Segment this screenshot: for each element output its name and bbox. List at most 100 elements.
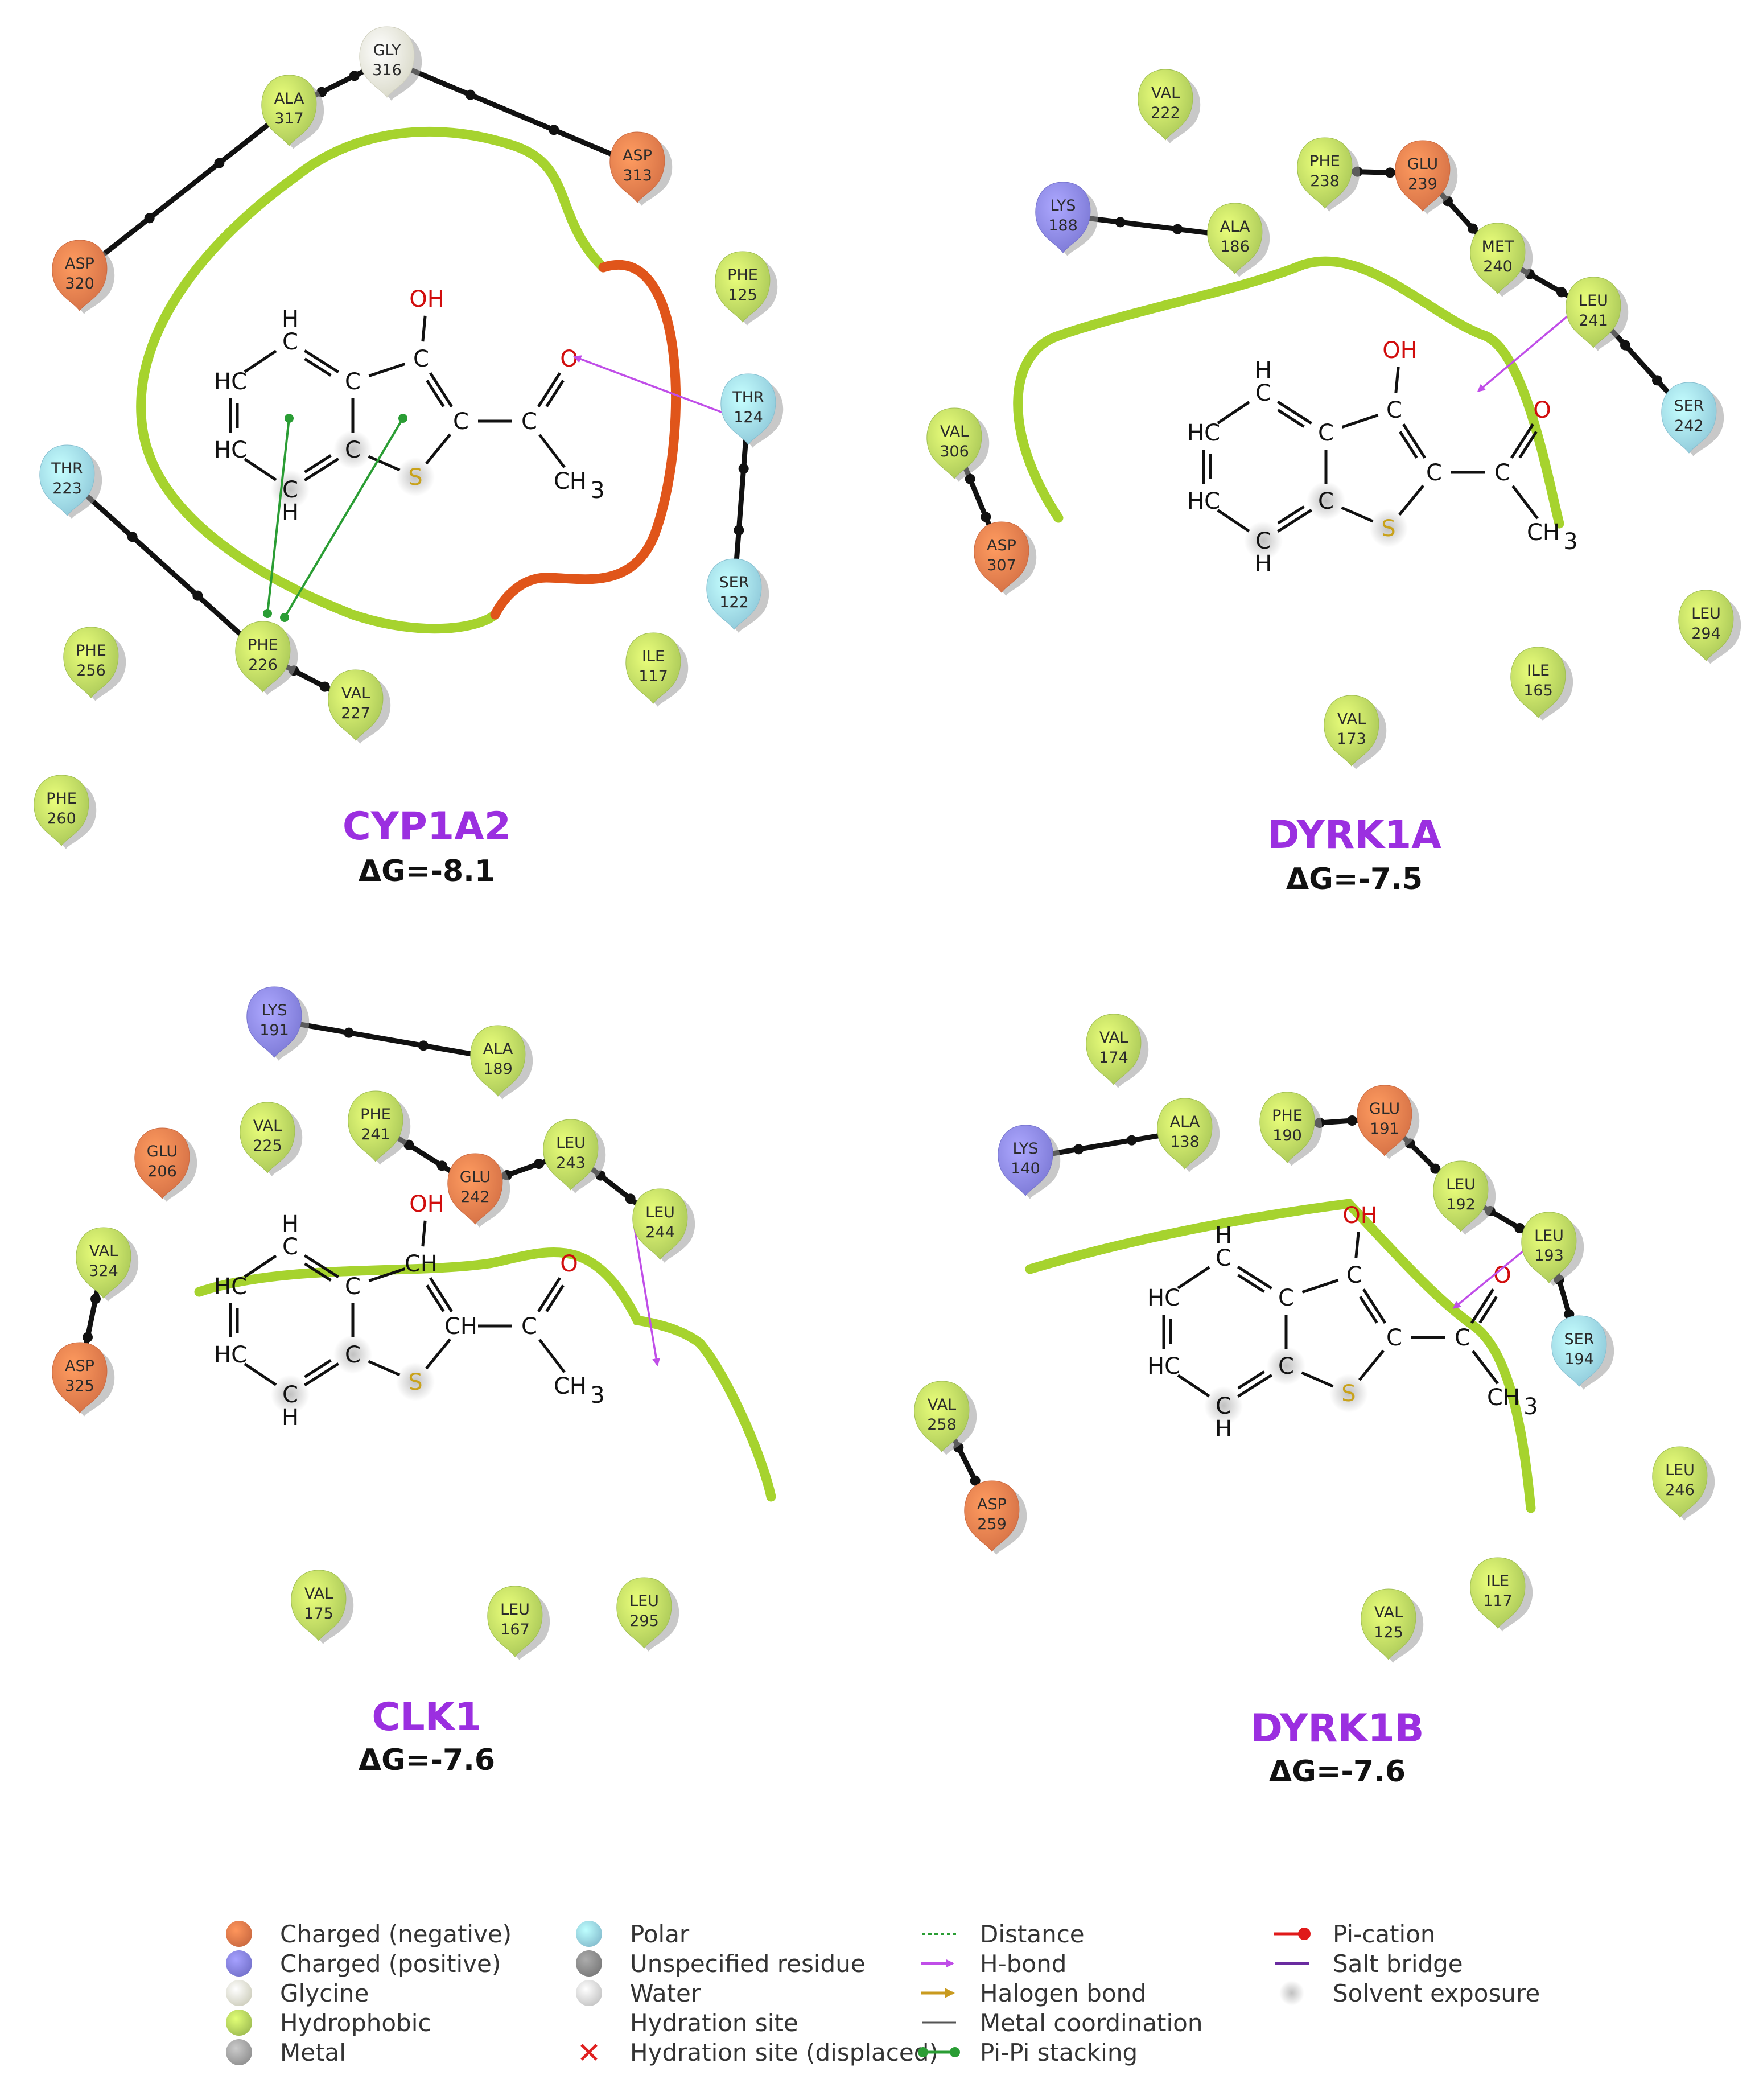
ligand-bond-double: [426, 380, 445, 407]
legend-label: Unspecified residue: [630, 1950, 866, 1978]
residue-number: 193: [1534, 1247, 1564, 1265]
ligand-bond-double: [1277, 505, 1305, 525]
residue-number: 191: [259, 1022, 289, 1039]
legend-label: Halogen bond: [980, 1979, 1147, 2007]
ligand-bond-double: [1277, 409, 1305, 428]
atom-hc: HC: [214, 1274, 247, 1300]
backbone-node: [1652, 375, 1662, 386]
atom-h: H: [282, 1405, 299, 1431]
backbone-node: [1514, 1223, 1525, 1233]
backbone-node: [83, 1332, 93, 1343]
residue-name: LYS: [261, 1002, 287, 1019]
residue-name: GLY: [373, 42, 401, 59]
legend-item-pication: Pi-cation: [1274, 1920, 1436, 1948]
residue-name: ILE: [642, 648, 665, 665]
residue-name: VAL: [89, 1242, 118, 1260]
residue-name: VAL: [304, 1585, 333, 1603]
atom-c: C: [1278, 1285, 1294, 1311]
target-name: DYRK1B: [1251, 1706, 1424, 1751]
ligand-bond: [1354, 1232, 1360, 1258]
polar-swatch: [576, 1921, 602, 1947]
legend-item-negative: Charged (negative): [226, 1920, 512, 1948]
atom-h: H: [282, 306, 299, 332]
legend-label: Distance: [980, 1920, 1085, 1948]
backbone-node: [465, 89, 476, 100]
residue-number: 256: [76, 662, 106, 680]
backbone-node: [418, 1040, 429, 1051]
legend-item-hydration-displaced: Hydration site (displaced): [580, 2039, 938, 2066]
residue-name: GLU: [147, 1143, 178, 1160]
backbone-node: [625, 1193, 636, 1204]
atom-c: C: [1426, 460, 1442, 486]
residue-name: LEU: [629, 1592, 659, 1610]
ligand-bond: [1341, 506, 1374, 523]
backbone-node: [1556, 287, 1567, 298]
atom-methyl-subscript: 3: [1563, 529, 1577, 555]
atom-h: H: [1255, 551, 1272, 577]
ligand-bond: [1276, 400, 1313, 425]
binding-energy: ΔG=-8.1: [359, 854, 495, 888]
atom-c: C: [345, 1274, 361, 1300]
legend-label: Polar: [630, 1920, 690, 1948]
ligand-bond: [1177, 1266, 1210, 1290]
legend-label: Pi-Pi stacking: [980, 2039, 1138, 2066]
residue-name: LEU: [1534, 1227, 1564, 1245]
atom-hydroxyl: OH: [409, 1191, 444, 1217]
atom-h: H: [282, 500, 299, 526]
legend-item-metal: Metal: [226, 2039, 346, 2066]
atom-c: C: [1386, 397, 1402, 423]
backbone-link: [64, 475, 266, 657]
ligand-bond: [1217, 401, 1250, 425]
atom-hc: HC: [1187, 420, 1220, 446]
residue-name: ASP: [977, 1496, 1007, 1513]
ligand-bond-double: [304, 454, 332, 473]
residue-number: 325: [65, 1377, 94, 1395]
atom-c: C: [1216, 1245, 1231, 1271]
atom-c: C: [1318, 488, 1334, 514]
atom-hc: HC: [214, 1342, 247, 1368]
ligand-bond: [429, 372, 454, 408]
residue-number: 194: [1564, 1350, 1594, 1368]
ligand-bond: [425, 1338, 451, 1370]
legend-label: Metal coordination: [980, 2009, 1202, 2037]
residue-number: 125: [728, 286, 757, 304]
ligand-bond: [421, 1220, 427, 1247]
atom-c: C: [453, 409, 469, 435]
residue-name: THR: [732, 389, 764, 406]
residue-lys-191: LYS 191: [246, 986, 310, 1061]
pi-pi-stacking-line: [266, 418, 290, 614]
backbone-node: [403, 1139, 414, 1150]
ligand-bond: [244, 1254, 277, 1278]
hbond-arrow: [573, 355, 723, 414]
residue-name: LYS: [1012, 1140, 1038, 1158]
ligand-bond: [1301, 1279, 1339, 1294]
residue-number: 117: [638, 668, 668, 685]
ligand-bond: [368, 1360, 401, 1377]
atom-c: C: [1216, 1393, 1231, 1419]
legend-label: Water: [630, 1979, 701, 2007]
ligand-bond: [244, 349, 277, 373]
residue-number: 241: [361, 1126, 390, 1143]
ligand-bond: [1472, 1350, 1499, 1385]
atom-sulfur: S: [408, 464, 422, 491]
legend-label: Metal: [280, 2039, 346, 2066]
backbone-link: [384, 57, 640, 168]
ligand-bond: [1358, 1349, 1385, 1381]
legend-item-hydration: Hydration site: [630, 2009, 798, 2037]
legend-label: Hydration site (displaced): [630, 2039, 938, 2066]
ligand-bond-double: [545, 1284, 565, 1312]
